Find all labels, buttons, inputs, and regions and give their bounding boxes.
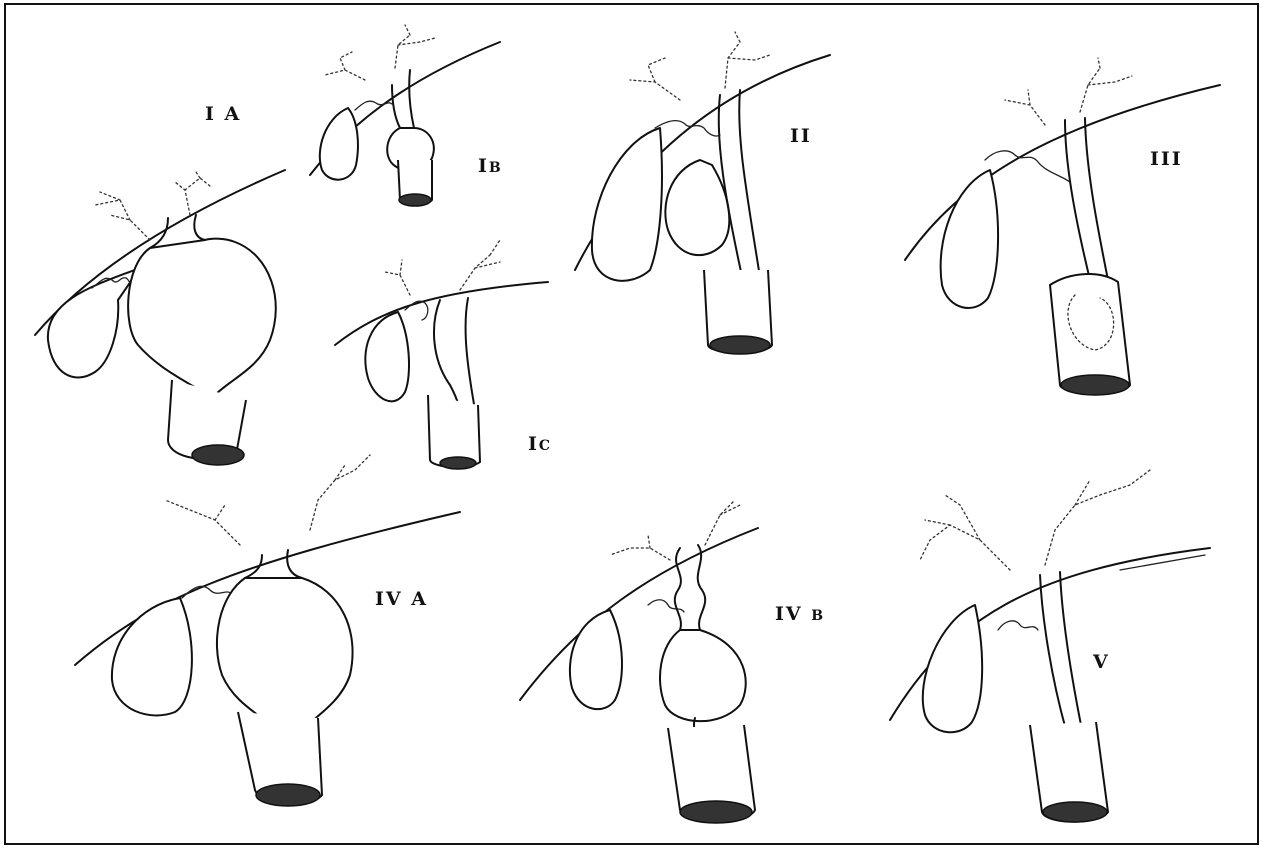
panel-ia-label: I A [205,103,241,125]
panel-iii-label: III [1150,148,1183,170]
panel-ia-drawing [35,170,285,465]
panel-ic-drawing [335,240,548,469]
panel-ii-drawing [575,32,830,354]
panel-iva-label: IV A [375,588,428,610]
panel-ivb-drawing [520,500,758,823]
panel-iii-drawing [905,58,1220,395]
panel-v-label: V [1092,651,1110,673]
panel-iva-drawing [75,455,460,806]
panel-ib-label: IB [478,155,503,177]
panel-ib-drawing [310,25,500,206]
panel-ii-label: II [790,125,812,147]
panel-ic-label: IC [528,433,552,455]
panel-ivb-label: IV B [775,603,825,625]
panel-v-drawing [890,470,1210,822]
